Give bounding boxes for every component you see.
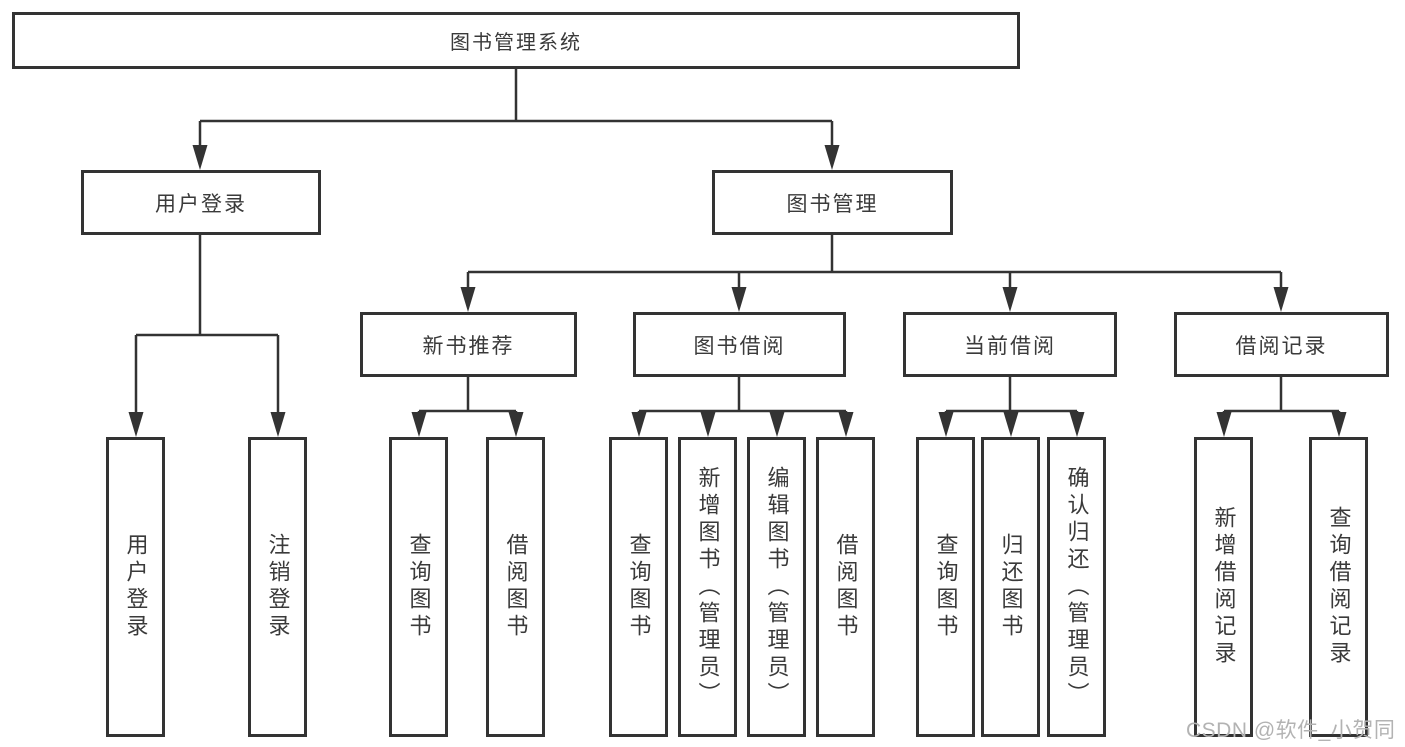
leaf-borrow-query-books: 查询图书 (609, 437, 668, 737)
node-borrow-records: 借阅记录 (1174, 312, 1389, 377)
connector-root-to-level2 (192, 69, 840, 170)
leaf-add-borrow-record: 新增借阅记录 (1194, 437, 1253, 737)
connector-current-borrow-children (938, 377, 1085, 437)
leaf-confirm-return-admin: 确认归还（管理员） (1047, 437, 1106, 737)
leaf-recommend-query-books: 查询图书 (389, 437, 448, 737)
leaf-logout: 注销登录 (248, 437, 307, 737)
leaf-borrow-books: 借阅图书 (816, 437, 875, 737)
node-book-borrow: 图书借阅 (633, 312, 846, 377)
node-user-login: 用户登录 (81, 170, 321, 235)
leaf-recommend-borrow-books: 借阅图书 (486, 437, 545, 737)
leaf-add-books-admin: 新增图书（管理员） (678, 437, 737, 737)
connector-new-book-recommend-children (411, 377, 524, 437)
node-new-book-recommend: 新书推荐 (360, 312, 577, 377)
connector-book-borrow-children (631, 377, 854, 437)
leaf-current-query-books: 查询图书 (916, 437, 975, 737)
node-current-borrow: 当前借阅 (903, 312, 1117, 377)
leaf-query-borrow-record: 查询借阅记录 (1309, 437, 1368, 737)
leaf-return-books: 归还图书 (981, 437, 1040, 737)
node-book-management: 图书管理 (712, 170, 953, 235)
leaf-user-login: 用户登录 (106, 437, 165, 737)
leaf-edit-books-admin: 编辑图书（管理员） (747, 437, 806, 737)
connector-user-login-children (128, 235, 286, 437)
connector-borrow-records-children (1216, 377, 1347, 437)
connector-book-management-children (460, 235, 1289, 312)
node-library-management-system: 图书管理系统 (12, 12, 1020, 69)
